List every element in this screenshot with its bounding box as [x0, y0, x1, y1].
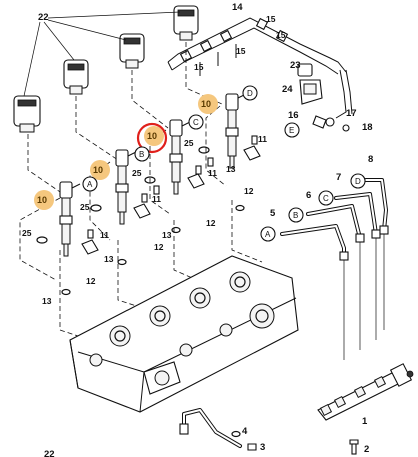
label-10-a: 10: [37, 195, 47, 205]
label-10-d: 10: [201, 99, 211, 109]
o-rings: [36, 146, 210, 244]
label-11-b: 11: [152, 194, 161, 204]
callout-A-injector: A: [87, 180, 93, 189]
label-11-c: 11: [208, 168, 217, 178]
label-12-d: 12: [244, 186, 254, 196]
callout-B-pipe: B: [293, 211, 298, 220]
seals: [61, 204, 245, 296]
injector-harness: [167, 17, 353, 119]
label-13-a: 13: [42, 296, 52, 306]
label-23: 23: [290, 60, 301, 71]
label-12-b: 12: [154, 242, 164, 252]
injector-C: [169, 119, 191, 195]
callout-C-injector: C: [193, 118, 199, 127]
clamp-bolts: [87, 135, 258, 239]
label-25-d: 25: [184, 138, 194, 148]
label-15-b: 15: [276, 30, 286, 40]
label-15-d: 15: [194, 62, 204, 72]
label-17: 17: [346, 108, 357, 119]
head-bores: [89, 271, 275, 367]
label-25-b: 25: [80, 202, 90, 212]
label-15-c: 15: [236, 46, 246, 56]
callout-B-injector: B: [139, 150, 144, 159]
label-24: 24: [282, 84, 293, 95]
coil-unit-2: [63, 59, 89, 95]
label-22-cropped: 22: [44, 449, 55, 457]
callout-A-pipe: A: [265, 230, 271, 239]
coil-unit-1: [13, 95, 41, 133]
injector-A: [59, 181, 81, 257]
injector-B: [115, 149, 137, 225]
fuel-rail: [317, 363, 414, 421]
coil-unit-3: [119, 33, 145, 69]
hp-pipes: [280, 178, 389, 360]
label-11-d: 11: [258, 134, 267, 144]
injector-D: [225, 93, 247, 169]
label-22-leaders: [23, 11, 181, 97]
label-10-c: 10: [147, 131, 157, 141]
label-18: 18: [362, 122, 373, 133]
label-1: 1: [362, 416, 368, 427]
feed-pipe: [179, 408, 242, 448]
highlight-ring-annotation: [136, 122, 168, 154]
label-6: 6: [306, 190, 311, 201]
label-13-d: 13: [226, 164, 236, 174]
label-13-b: 13: [104, 254, 114, 264]
label-4: 4: [242, 426, 248, 437]
label-22: 22: [38, 12, 49, 23]
label-15-a: 15: [266, 14, 276, 24]
label-25-a: 25: [22, 228, 32, 238]
callout-D-pipe: D: [355, 177, 361, 186]
callout-E: E: [289, 126, 294, 135]
label-12-c: 12: [206, 218, 216, 228]
label-12-a: 12: [86, 276, 96, 286]
label-25-c: 25: [132, 168, 142, 178]
callout-circles: [82, 85, 366, 242]
label-10-b: 10: [93, 165, 103, 175]
label-7: 7: [336, 172, 341, 183]
callout-C-pipe: C: [323, 194, 329, 203]
callout-D-injector: D: [247, 89, 253, 98]
qty-highlights: [34, 94, 218, 210]
label-11-a: 11: [100, 230, 109, 240]
label-13-c: 13: [162, 230, 172, 240]
label-14: 14: [232, 2, 243, 13]
sensor-bracket: [297, 63, 350, 132]
label-2: 2: [364, 444, 369, 455]
rail-fasteners: [231, 430, 359, 455]
cylinder-head: [69, 255, 299, 413]
label-8: 8: [368, 154, 373, 165]
label-5: 5: [270, 208, 276, 219]
coil-unit-4: [173, 5, 199, 41]
clamps: [81, 145, 261, 255]
label-16: 16: [288, 110, 299, 121]
label-3: 3: [260, 442, 265, 453]
